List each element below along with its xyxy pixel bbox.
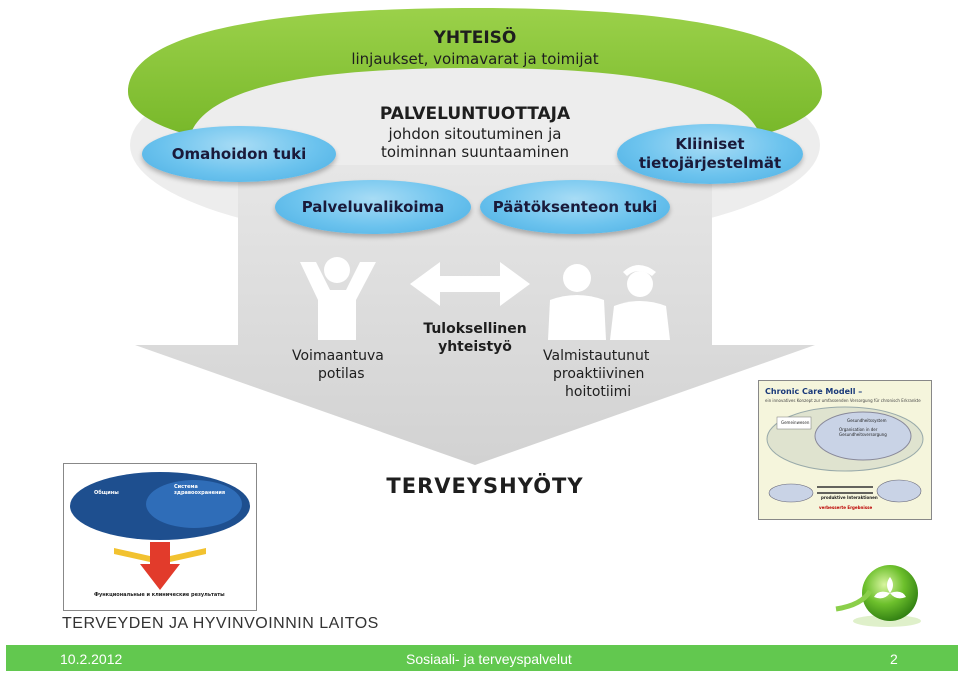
ccm-org-label: Organisation in der Gesundheitsversorgun… — [839, 427, 887, 437]
bubble-decision-support: Päätöksenteon tuki — [480, 180, 670, 234]
ccm-diagram — [766, 406, 924, 503]
bubble-clinical-systems: Kliiniset tietojärjestelmät — [617, 124, 803, 184]
team-label: Valmistautunut proaktiivinen hoitotiimi — [543, 348, 650, 400]
ccm-results-label: verbesserte Ergebnisse — [819, 505, 873, 510]
leaf-ball-logo-icon — [835, 565, 921, 627]
ccm-health-label: Gesundheitssystem — [847, 418, 887, 423]
outcome-arrow — [135, 165, 815, 465]
footer-bar: 10.2.2012 Sosiaali- ja terveyspalvelut 2 — [6, 645, 958, 671]
patient-figure-icon — [300, 257, 376, 340]
russian-model-thumbnail: Общины Система здравоохранения Функциона… — [63, 463, 257, 611]
bubble-self-care-label: Omahoidon tuki — [171, 144, 307, 163]
provider-title: PALVELUNTUOTTAJA — [379, 104, 571, 124]
patient-label: Voimaantuva potilas — [292, 348, 384, 382]
provider-line1: johdon sitoutuminen ja — [388, 125, 562, 143]
doctor-icon — [548, 264, 606, 340]
chronic-care-model-thumbnail: Chronic Care Modell – ein innovatives Ko… — [758, 380, 932, 520]
bubble-clinical-line2: tietojärjestelmät — [638, 154, 782, 172]
double-arrow-icon — [410, 262, 530, 306]
ccm-title: Chronic Care Modell – — [765, 387, 863, 396]
bubble-decision-support-label: Päätöksenteon tuki — [492, 197, 658, 216]
cooperation-label: Tuloksellinen yhteistyö — [423, 321, 527, 355]
bubble-self-care: Omahoidon tuki — [142, 126, 336, 182]
nurse-icon — [610, 265, 670, 340]
provider-line2: toiminnan suuntaaminen — [380, 143, 570, 161]
footer-title: Sosiaali- ja terveyspalvelut — [406, 651, 572, 667]
russian-model-diagram — [70, 472, 250, 590]
ccm-interaction-label: produktive Interaktionen — [821, 495, 878, 500]
bubble-service-range-label: Palveluvalikoima — [301, 197, 445, 216]
community-title: YHTEISÖ — [433, 28, 517, 48]
rus-result-label: Функциональные и клинические результаты — [94, 592, 225, 598]
bubble-clinical-line1: Kliiniset — [675, 135, 745, 153]
organization-name: TERVEYDEN JA HYVINVOINNIN LAITOS — [62, 615, 379, 632]
bubble-service-range: Palveluvalikoima — [275, 180, 471, 234]
rus-system-label: Система здравоохранения — [174, 484, 226, 496]
ccm-community-label: Gemeinwesen — [781, 420, 810, 425]
community-ellipse — [128, 8, 822, 135]
footer-page-number: 2 — [890, 651, 898, 667]
footer-date: 10.2.2012 — [60, 651, 123, 667]
community-subtitle: linjaukset, voimavarat ja toimijat — [351, 50, 599, 68]
rus-society-label: Общины — [94, 490, 119, 496]
ccm-subtitle: ein innovatives Konzept zur umfassenden … — [765, 398, 921, 403]
outcome-title: TERVEYSHYÖTY — [386, 474, 584, 498]
